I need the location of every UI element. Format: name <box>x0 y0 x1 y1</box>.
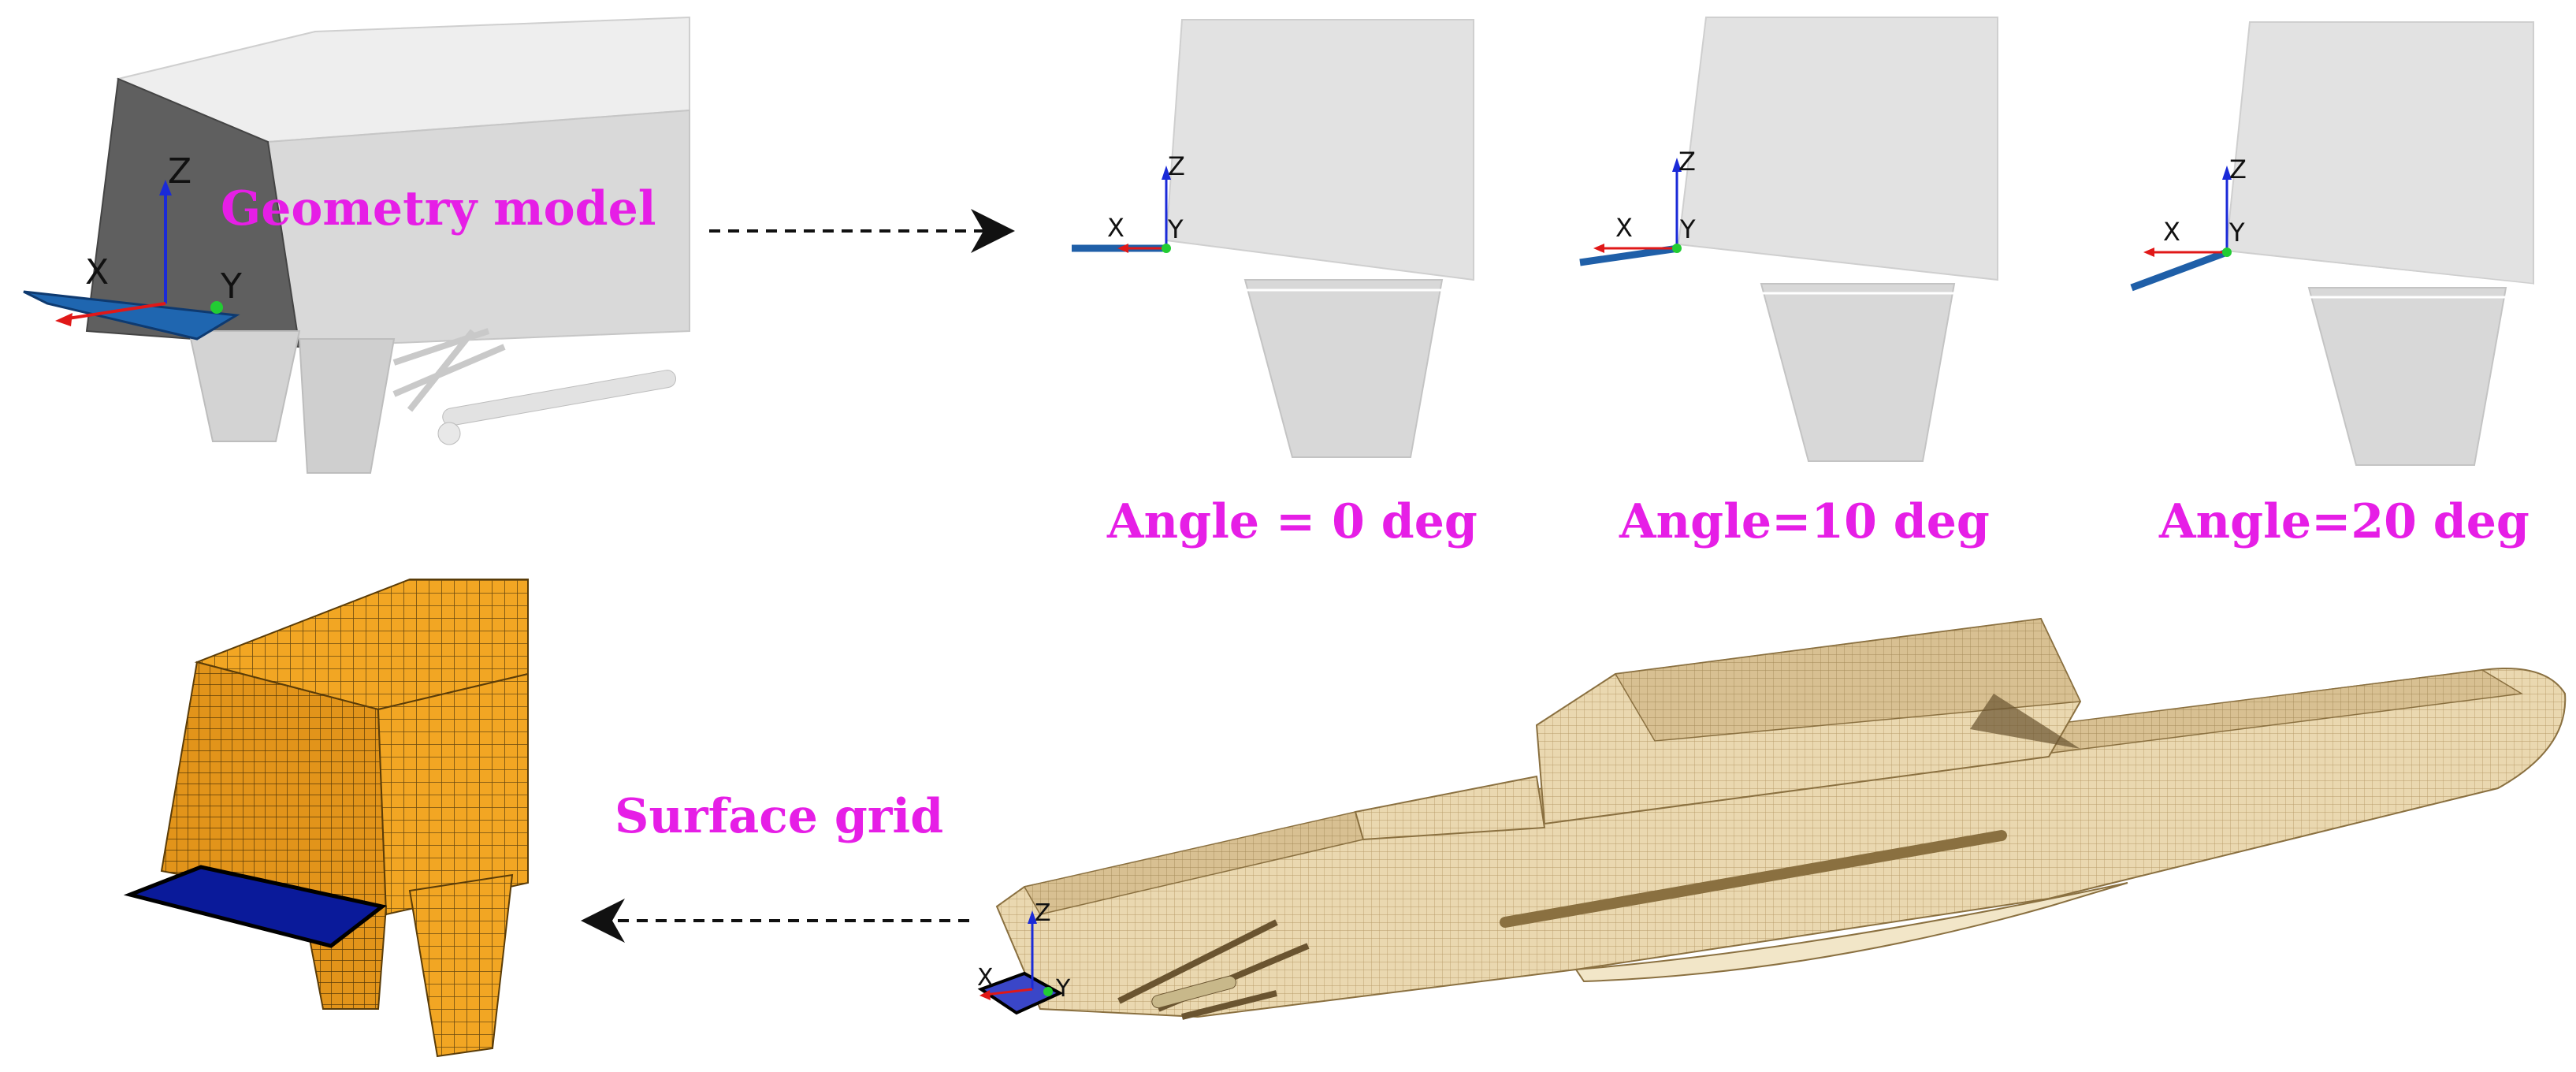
angle-panel-20: Z X Y <box>2130 21 2534 466</box>
z-axis-label: Z <box>2229 154 2247 184</box>
x-axis-label: X <box>85 252 109 292</box>
y-axis-label: Y <box>1167 214 1184 244</box>
y-axis-label: Y <box>220 266 242 307</box>
angle-panel-10: Z X Y <box>1579 17 1998 462</box>
geometry-model-caption: Geometry model <box>221 181 656 236</box>
angle-10-caption: Angle=10 deg <box>1619 494 1990 549</box>
angle-panel-0: Z X Y <box>1072 19 1474 458</box>
angle-0-caption: Angle = 0 deg <box>1107 494 1478 549</box>
geometry-model-render: Z X Y <box>23 16 690 474</box>
surface-grid-caption: Surface grid <box>615 789 944 844</box>
x-axis-label: X <box>1615 213 1633 243</box>
y-axis-label: Y <box>1055 975 1071 1003</box>
z-axis-label: Z <box>1678 147 1696 177</box>
z-axis-label: Z <box>1035 899 1051 927</box>
x-axis-label: X <box>1107 213 1124 243</box>
x-axis-label: X <box>2163 217 2180 247</box>
y-axis-label: Y <box>2228 218 2245 248</box>
full-hull-mesh-render: Z X Y <box>977 617 2567 1020</box>
surface-grid-render <box>123 579 529 1058</box>
angle-20-caption: Angle=20 deg <box>2159 494 2530 549</box>
z-axis-label: Z <box>1168 151 1185 181</box>
x-axis-label: X <box>977 964 994 992</box>
y-axis-label: Y <box>1679 214 1696 244</box>
z-axis-label: Z <box>168 151 191 192</box>
